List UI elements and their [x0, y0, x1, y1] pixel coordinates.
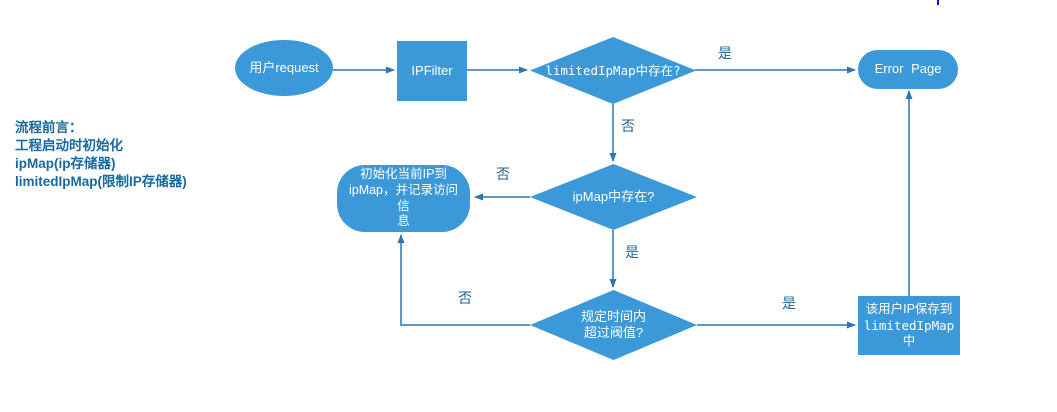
note-line-init: 工程启动时初始化: [15, 138, 123, 153]
note-line-title: 流程前言：: [15, 120, 83, 135]
node-save-limitedipmap-box: 该用户IP保存到 limitedIpMap中: [858, 296, 960, 355]
edge-label-threshold-yes: 是: [782, 295, 796, 311]
stray-cursor-mark: [937, 0, 939, 5]
note-line-ipmap: ipMap(ip存储器): [15, 156, 116, 171]
save-box-line1: 该用户IP保存到: [865, 302, 953, 317]
node-ipfilter: IPFilter: [397, 41, 467, 101]
edge-label-threshold-no: 否: [458, 290, 472, 306]
node-error-page: Error Page: [858, 50, 958, 89]
edge-decision3-no-to-initbox: [397, 234, 530, 326]
error-page-label: Error Page: [874, 61, 942, 77]
decision-threshold-line1: 规定时间内: [580, 308, 646, 324]
node-init-ip-box: 初始化当前IP到 ipMap，并记录访问信 息: [337, 165, 470, 232]
flow-preface-note: 流程前言： 工程启动时初始化 ipMap(ip存储器) limitedIpMap…: [15, 119, 187, 191]
decision-ipmap-label: ipMap中存在?: [572, 188, 655, 204]
node-start-label: 用户request: [249, 59, 319, 75]
save-box-line2: limitedIpMap中: [863, 317, 955, 349]
init-box-line3: 息: [397, 214, 410, 229]
node-ipfilter-label: IPFilter: [411, 62, 453, 78]
edge-label-limited-yes: 是: [718, 45, 732, 61]
node-start-user-request: 用户request: [235, 40, 333, 96]
decision-limitedipmap-label: limitedIpMap中存在?: [545, 62, 681, 78]
edge-label-limited-no: 否: [621, 118, 635, 134]
decision-threshold-line2: 超过阀值?: [583, 325, 644, 340]
note-line-limitedipmap: limitedIpMap(限制IP存储器): [15, 174, 187, 189]
init-box-line1: 初始化当前IP到: [360, 167, 447, 182]
edge-label-ipmap-yes: 是: [625, 244, 639, 260]
init-box-line2: ipMap，并记录访问信: [348, 182, 459, 213]
edge-label-ipmap-no: 否: [496, 166, 510, 182]
